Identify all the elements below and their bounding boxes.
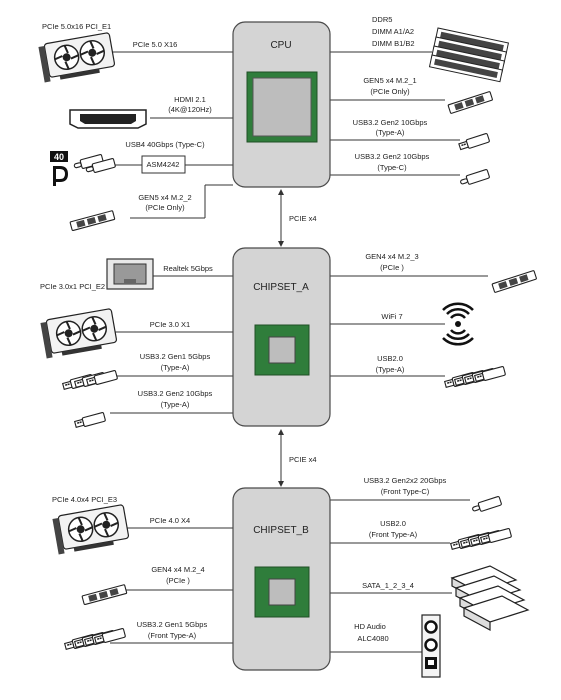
usb-2x2-label: USB3.2 Gen2x2 20Gbps bbox=[363, 476, 447, 485]
ddr5-label: DDR5 bbox=[372, 15, 393, 24]
gpu-card-icon bbox=[39, 307, 119, 360]
chipset-a-title: CHIPSET_A bbox=[253, 282, 309, 293]
m2-ssd-icon bbox=[69, 210, 116, 232]
usb2-front-type: (Front Type-A) bbox=[368, 530, 418, 539]
m2-2-note: (PCIe Only) bbox=[145, 203, 185, 212]
usb-gen1-type: (Type-A) bbox=[160, 363, 190, 372]
hd-audio-label: HD Audio bbox=[354, 622, 386, 631]
sata-drives-icon bbox=[450, 565, 530, 632]
m2-4-label: GEN4 x4 M.2_4 bbox=[151, 565, 205, 574]
chipset-a-b-link-label: PCIE x4 bbox=[289, 455, 317, 464]
m2-1-label: GEN5 x4 M.2_1 bbox=[363, 76, 417, 85]
wifi-icon bbox=[442, 302, 474, 346]
usb-a-stick-icon bbox=[73, 411, 107, 430]
asm4242-label: ASM4242 bbox=[146, 160, 180, 169]
svg-text:40: 40 bbox=[54, 152, 64, 162]
pci-e2-slot-label: PCIe 3.0x1 PCI_E2 bbox=[40, 282, 106, 291]
pcie4-x4-label: PCIe 4.0 X4 bbox=[149, 516, 191, 525]
hdmi-label: HDMI 2.1 bbox=[174, 95, 206, 104]
usb-front-gen1-type: (Front Type-A) bbox=[147, 631, 197, 640]
m2-3-note: (PCIe ) bbox=[380, 263, 404, 272]
usb4-label: USB4 40Gbps (Type-C) bbox=[125, 140, 205, 149]
m2-2-label: GEN5 x4 M.2_2 bbox=[138, 193, 192, 202]
cpu-title: CPU bbox=[270, 40, 292, 51]
usb-c-stick-icon bbox=[458, 168, 491, 188]
usb-gen2-c-type: (Type-C) bbox=[377, 163, 407, 172]
dimm-b-label: DIMM B1/B2 bbox=[372, 39, 415, 48]
m2-ssd-icon bbox=[491, 269, 538, 294]
usb-a-stick-icon bbox=[457, 132, 491, 152]
hdmi-port-icon bbox=[69, 109, 147, 129]
m2-ssd-icon bbox=[81, 584, 128, 606]
gpu-card-icon bbox=[37, 31, 117, 84]
ddr5-ram-icon bbox=[428, 27, 510, 83]
pcie3-x1-label: PCIe 3.0 X1 bbox=[149, 320, 191, 329]
chipset-b-title: CHIPSET_B bbox=[253, 525, 309, 536]
usb-gen2-a-label: USB3.2 Gen2 10Gbps bbox=[352, 118, 428, 127]
audio-jacks-icon bbox=[421, 614, 441, 678]
usb2-label: USB2.0 bbox=[377, 354, 403, 363]
cpu-chipset-a-link-label: PCIE x4 bbox=[289, 214, 317, 223]
usb-gen2-type: (Type-A) bbox=[160, 400, 190, 409]
chipset-b-box bbox=[232, 487, 331, 671]
pci-e3-slot-label: PCIe 4.0x4 PCI_E3 bbox=[52, 495, 118, 504]
usb-c-stick-icon bbox=[470, 495, 503, 515]
usb-front-gen1-label: USB3.2 Gen1 5Gbps bbox=[136, 620, 208, 629]
m2-ssd-icon bbox=[447, 90, 494, 115]
dimm-a-label: DIMM A1/A2 bbox=[372, 27, 415, 36]
asm4242-chip bbox=[141, 155, 186, 174]
hdmi-resolution-label: (4K@120Hz) bbox=[168, 105, 212, 114]
wifi-label: WiFi 7 bbox=[381, 312, 403, 321]
usb-2x2-type: (Front Type-C) bbox=[380, 487, 430, 496]
ethernet-port-icon bbox=[106, 258, 154, 290]
cpu-box bbox=[232, 21, 331, 188]
sata-label: SATA_1_2_3_4 bbox=[362, 581, 414, 590]
usb-gen1-label: USB3.2 Gen1 5Gbps bbox=[139, 352, 211, 361]
chipset-a-box bbox=[232, 247, 331, 427]
m2-1-note: (PCIe Only) bbox=[370, 87, 410, 96]
pcie5-x16-label: PCIe 5.0 X16 bbox=[132, 40, 178, 49]
alc4080-label: ALC4080 bbox=[357, 634, 389, 643]
usb2-type: (Type-A) bbox=[375, 365, 405, 374]
pci-e1-slot-label: PCIe 5.0x16 PCI_E1 bbox=[42, 22, 112, 31]
usb-gen2-a-type: (Type-A) bbox=[375, 128, 405, 137]
gpu-card-icon bbox=[51, 503, 131, 556]
m2-4-note: (PCIe ) bbox=[166, 576, 190, 585]
thunderbolt-logo-icon: 40 bbox=[50, 151, 68, 186]
lan-label: Realtek 5Gbps bbox=[163, 264, 213, 273]
usb-gen2-c-label: USB3.2 Gen2 10Gbps bbox=[354, 152, 430, 161]
connection-lines bbox=[104, 51, 488, 653]
m2-3-label: GEN4 x4 M.2_3 bbox=[365, 252, 419, 261]
usb2-front-label: USB2.0 bbox=[380, 519, 406, 528]
usb-gen2-label: USB3.2 Gen2 10Gbps bbox=[137, 389, 213, 398]
